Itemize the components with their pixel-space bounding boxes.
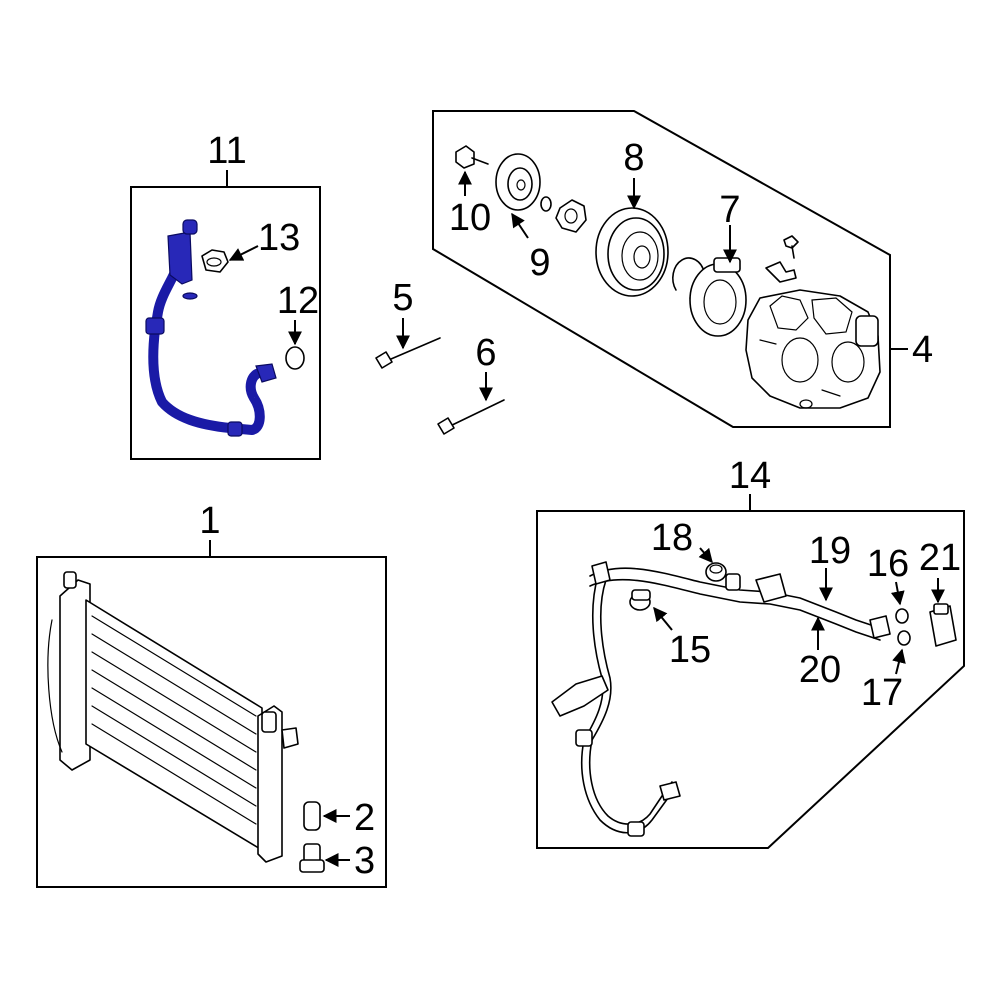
callout-9[interactable]: 9 bbox=[529, 242, 550, 284]
callout-13[interactable]: 13 bbox=[258, 217, 300, 259]
coil-bracket-part[interactable] bbox=[765, 261, 797, 283]
callout-18[interactable]: 18 bbox=[651, 517, 693, 559]
compressor-body-part[interactable] bbox=[745, 289, 881, 409]
callout-15[interactable]: 15 bbox=[669, 629, 711, 671]
clutch-plate-part[interactable] bbox=[495, 153, 552, 212]
clutch-bolt-part[interactable] bbox=[455, 145, 489, 169]
clutch-shim-part[interactable] bbox=[555, 199, 587, 233]
coil-screw-part[interactable] bbox=[783, 235, 799, 259]
hose-nut-part[interactable] bbox=[201, 249, 229, 273]
callout-21[interactable]: 21 bbox=[919, 537, 961, 579]
callout-12[interactable]: 12 bbox=[277, 280, 319, 322]
callout-14[interactable]: 14 bbox=[729, 455, 771, 497]
callout-2[interactable]: 2 bbox=[354, 797, 375, 839]
service-cap-part[interactable] bbox=[705, 562, 727, 582]
callout-8[interactable]: 8 bbox=[623, 137, 644, 179]
callout-10[interactable]: 10 bbox=[449, 197, 491, 239]
condenser-group: 1 2 bbox=[36, 500, 387, 888]
callout-11[interactable]: 11 bbox=[207, 130, 246, 172]
callout-3[interactable]: 3 bbox=[354, 840, 375, 882]
desiccant-part[interactable] bbox=[303, 801, 321, 831]
callout-7[interactable]: 7 bbox=[719, 189, 740, 231]
pressure-switch-part[interactable] bbox=[629, 589, 651, 611]
compressor-bolt-upper-part[interactable] bbox=[375, 337, 441, 369]
line-assembly-group: 14 15 18 bbox=[536, 455, 965, 849]
o-ring-17-part[interactable] bbox=[897, 630, 911, 646]
callout-4[interactable]: 4 bbox=[912, 329, 933, 371]
callout-19[interactable]: 19 bbox=[809, 530, 851, 572]
callout-20[interactable]: 20 bbox=[799, 649, 841, 691]
hose-o-ring-part[interactable] bbox=[285, 346, 305, 370]
receiver-plug-part[interactable] bbox=[299, 843, 325, 873]
callout-1[interactable]: 1 bbox=[199, 500, 220, 542]
callout-16[interactable]: 16 bbox=[867, 543, 909, 585]
hose-assembly-group: 11 13 12 bbox=[130, 130, 321, 460]
ac-line-part[interactable] bbox=[551, 561, 891, 837]
callout-5[interactable]: 5 bbox=[392, 277, 413, 319]
callout-17[interactable]: 17 bbox=[861, 672, 903, 714]
expansion-valve-part[interactable] bbox=[929, 603, 957, 647]
callout-6[interactable]: 6 bbox=[475, 332, 496, 374]
condenser-part[interactable] bbox=[47, 571, 299, 863]
discharge-hose-part[interactable] bbox=[145, 219, 277, 437]
compressor-bolt-lower-part[interactable] bbox=[437, 399, 505, 435]
o-ring-16-part[interactable] bbox=[895, 608, 909, 624]
pulley-part[interactable] bbox=[595, 207, 669, 297]
compressor-group: 4 10 9 8 bbox=[432, 110, 933, 428]
compressor-bolts-group: 5 6 bbox=[375, 277, 505, 435]
